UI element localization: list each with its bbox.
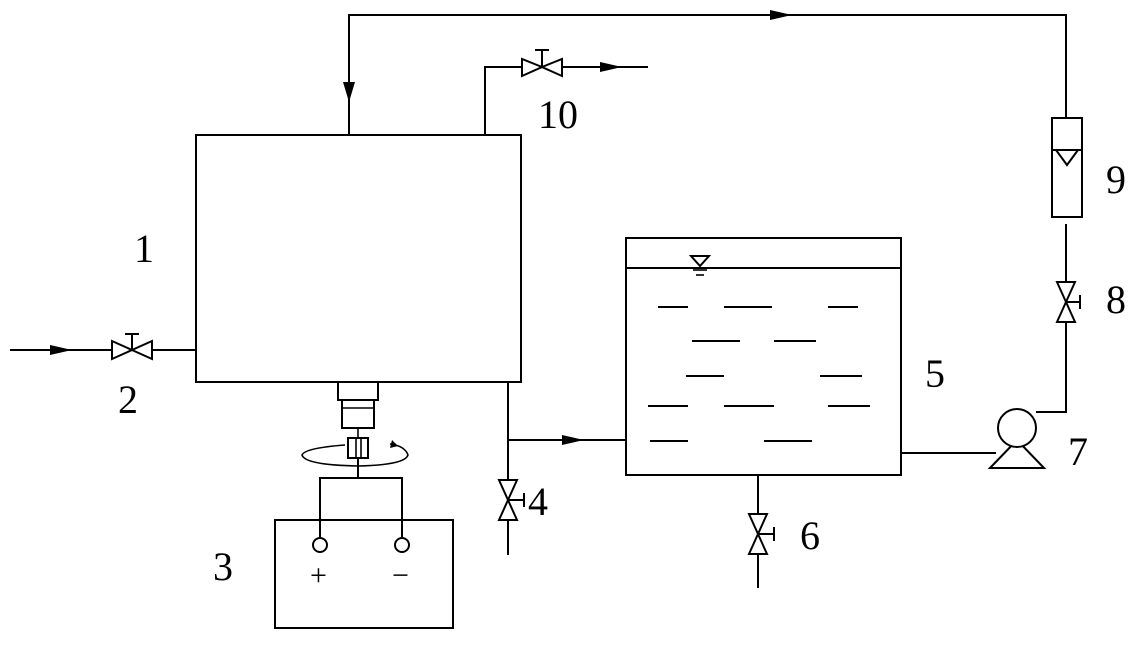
tank-drain xyxy=(747,475,775,588)
flow-arrow-icon xyxy=(600,62,622,72)
flowmeter xyxy=(1051,117,1083,218)
label-9: 9 xyxy=(1106,157,1126,202)
plus-sign: + xyxy=(310,559,327,592)
pump xyxy=(901,224,1067,469)
flow-arrow-icon xyxy=(770,10,792,20)
label-3: 3 xyxy=(213,544,233,589)
label-8: 8 xyxy=(1106,277,1126,322)
minus-sign: − xyxy=(392,559,409,592)
recycle-line xyxy=(343,10,1067,135)
label-10: 10 xyxy=(538,92,578,137)
positive-terminal-icon xyxy=(312,537,328,553)
label-1: 1 xyxy=(134,226,154,271)
inlet-pipe xyxy=(10,345,196,355)
label-4: 4 xyxy=(528,479,548,524)
valve-4 xyxy=(497,479,525,521)
valve-8 xyxy=(1055,281,1081,323)
reactor-box xyxy=(195,134,522,383)
power-supply xyxy=(274,519,454,629)
tank xyxy=(625,237,902,476)
gas-outlet xyxy=(484,49,648,135)
label-2: 2 xyxy=(118,377,138,422)
valve-2 xyxy=(111,333,153,361)
negative-terminal-icon xyxy=(394,537,410,553)
water-level-icon xyxy=(688,255,712,268)
flow-arrow-icon xyxy=(50,345,72,355)
label-7: 7 xyxy=(1068,429,1088,474)
label-5: 5 xyxy=(925,351,945,396)
flow-arrow-icon xyxy=(562,435,584,445)
reactor-outlet xyxy=(507,382,626,555)
pump-icon xyxy=(997,408,1037,448)
flow-arrow-icon xyxy=(343,82,355,102)
label-6: 6 xyxy=(800,513,820,558)
electrode-assembly xyxy=(301,381,409,540)
